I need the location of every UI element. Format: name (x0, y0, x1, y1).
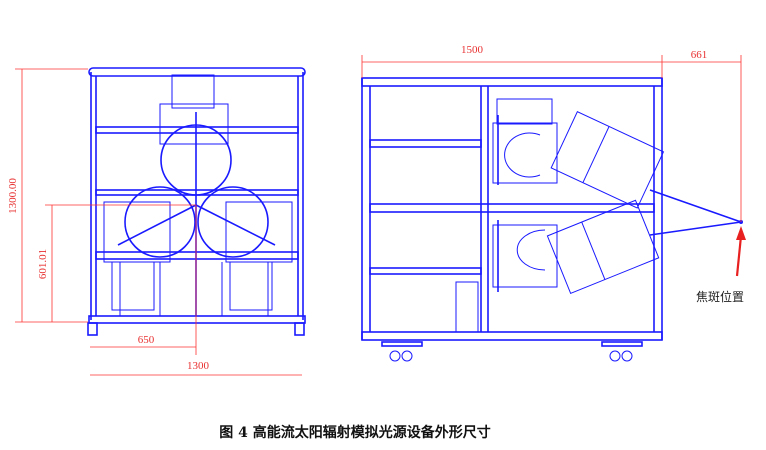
side-view (361, 77, 743, 362)
wheel-icon (389, 350, 401, 362)
dim-half-width: 650 (138, 334, 155, 346)
side-dimensions: 1500 661 (361, 44, 746, 277)
arrow-head-icon (736, 226, 746, 240)
wheel-icon (609, 350, 621, 362)
dim-focal-distance: 661 (691, 49, 708, 61)
figure-caption: 图 4 高能流太阳辐射模拟光源设备外形尺寸 (219, 425, 491, 441)
focus-label: 焦斑位置 (696, 290, 745, 304)
light-beam (649, 221, 742, 236)
dim-length: 1500 (461, 44, 484, 56)
wheel-icon (294, 322, 305, 336)
front-view (87, 67, 306, 336)
dim-center-height: 601.01 (37, 249, 49, 279)
light-beam (649, 189, 742, 223)
dim-width: 1300 (187, 360, 210, 372)
wheel-icon (87, 322, 98, 336)
focus-arrow (735, 235, 743, 277)
dim-height: 1300.00 (7, 178, 19, 214)
front-dimensions: 1300.00 601.01 650 1300 (7, 68, 302, 376)
